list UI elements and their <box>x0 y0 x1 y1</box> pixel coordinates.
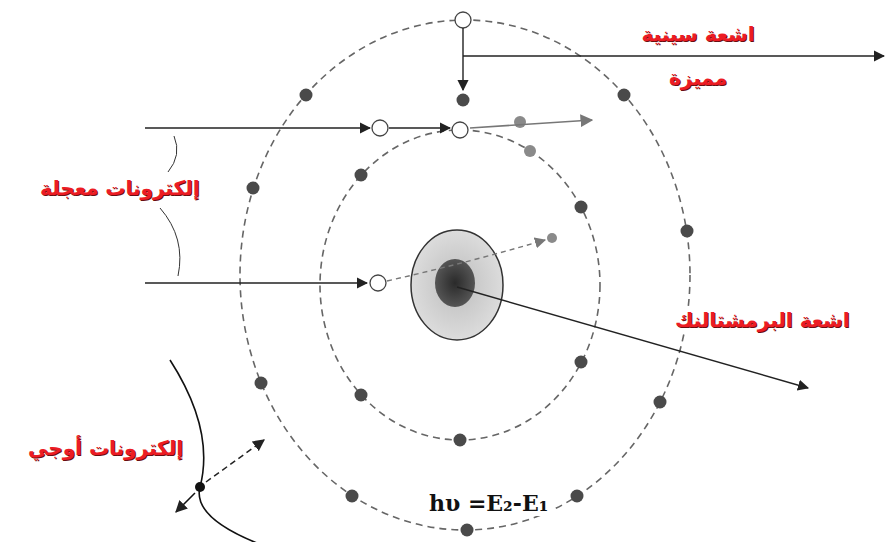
equation: hυ =E₂-E₁ <box>425 490 552 516</box>
auger-direction <box>176 493 195 512</box>
auger-electron <box>195 482 205 492</box>
outer-orbit <box>240 20 690 530</box>
leader-line <box>168 136 177 172</box>
auger-emission <box>206 440 264 482</box>
scattered-electrons <box>514 116 557 243</box>
electron-hole <box>455 12 471 28</box>
leader-line <box>160 208 180 276</box>
nucleus-core <box>435 259 475 307</box>
electron-hole <box>372 120 388 136</box>
deflected-path <box>387 240 545 281</box>
electron-hole <box>452 122 468 138</box>
bremsstrahlung-label: اشعة البرمشتالنك <box>672 308 853 332</box>
electron-label: إلكترونات معجلة <box>40 176 200 200</box>
electron-path <box>145 282 367 283</box>
electrons <box>247 89 694 537</box>
bremsstrahlung-arrow <box>457 287 808 388</box>
electron-path <box>145 127 370 128</box>
auger-label: إلكترونات أوجي <box>28 436 183 460</box>
xray-arrow <box>463 55 884 56</box>
scattered-path <box>470 120 592 128</box>
nucleus <box>411 230 503 340</box>
electron-hole <box>370 275 386 291</box>
xray-label: اشعة سينية مميزة <box>628 12 768 100</box>
transition-arrow <box>462 28 463 90</box>
inner-orbit <box>320 130 600 440</box>
electron-path <box>389 127 450 128</box>
